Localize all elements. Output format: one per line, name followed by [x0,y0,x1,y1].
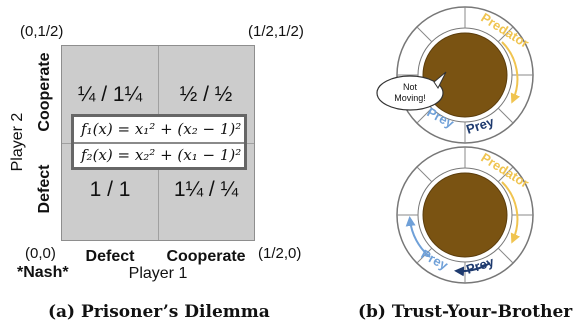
corner-label-top-right: (1/2,1/2) [248,23,304,40]
center-disc [422,172,508,258]
row-label-cooperate: Cooperate [36,52,53,132]
caption-trust-your-brother: (b) Trust-Your-Brother [358,302,573,322]
center-disc [422,32,508,118]
corner-label-bottom-right: (1/2,0) [258,245,302,262]
equation-divider [74,142,244,144]
equation-f1: f₁(x) = x₁² + (x₂ − 1)² [81,120,242,138]
equation-f2: f₂(x) = x₂² + (x₁ − 1)² [81,146,242,164]
col-label-defect: Defect [85,248,135,265]
corner-label-bottom-left: (0,0) [25,245,56,262]
caption-prisoners-dilemma: (a) Prisoner’s Dilemma [48,302,270,322]
col-label-cooperate: Cooperate [166,248,246,265]
prey-light-arrow [405,216,431,258]
payoff-defect-defect: 1 / 1 [89,178,131,201]
payoff-cooperate-defect: ¼ / 1¼ [77,83,143,106]
nash-label: *Nash* [17,264,69,281]
predator-path-arrow [501,41,520,104]
ring-top: Predator Prey Prey Not Moving! [376,6,534,144]
ring-bottom: Predator Prey Prey [396,146,534,284]
speech-bubble-line-1: Not [403,82,418,92]
x-axis-label: Player 1 [128,265,188,282]
trust-your-brother-panel: Predator Prey Prey Not Moving! Preda [330,0,574,326]
payoff-defect-cooperate: 1¼ / ¼ [173,178,239,201]
row-label-defect: Defect [36,164,53,214]
speech-bubble-line-2: Moving! [394,93,426,103]
y-axis-label: Player 2 [9,112,26,172]
payoff-cooperate-cooperate: ½ / ½ [179,83,233,106]
prisoners-dilemma-panel: (0,1/2) (1/2,1/2) ¼ / 1¼ ½ / ½ 1 / 1 1¼ … [9,23,304,322]
corner-label-top-left: (0,1/2) [20,23,64,40]
speech-bubble [376,75,444,111]
prey-dark-arrow [454,262,491,277]
predator-path-arrow [501,181,520,244]
